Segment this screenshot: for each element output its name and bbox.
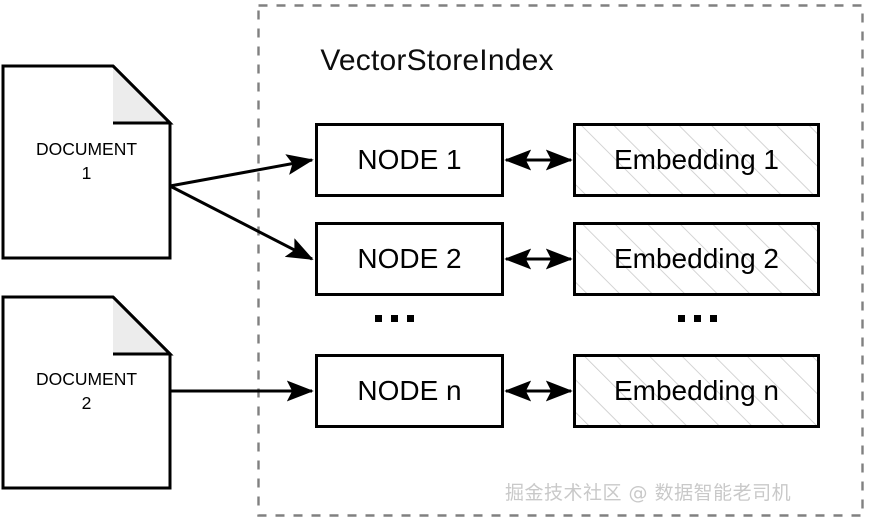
node-n-label: NODE n: [357, 375, 462, 406]
page-title: VectorStoreIndex: [320, 44, 554, 77]
watermark-text: 掘金技术社区 @ 数据智能老司机: [505, 482, 792, 504]
ellipsis-dot: [391, 315, 398, 322]
embeddings-column-ellipsis: [678, 315, 717, 322]
node-n-box: [315, 354, 504, 428]
document-2-label: DOCUMENT: [35, 369, 138, 389]
ellipsis-dot: [678, 315, 685, 322]
ellipsis-dot: [710, 315, 717, 322]
node-1-label: NODE 1: [357, 144, 462, 175]
document-2-shape: [1, 295, 174, 490]
node-2-label: NODE 2: [357, 243, 462, 274]
document-1-sublabel: 1: [81, 163, 92, 183]
embedding-n-label: Embedding n: [613, 375, 779, 406]
embedding-2-label: Embedding 2: [613, 243, 779, 274]
document-1-shape: [1, 64, 174, 260]
embedding-n-box: [573, 354, 820, 428]
ellipsis-dot: [407, 315, 414, 322]
embedding-1-box: [573, 123, 820, 197]
ellipsis-dot: [694, 315, 701, 322]
nodes-column-ellipsis: [375, 315, 414, 322]
document-2-sublabel: 2: [81, 393, 92, 413]
embedding-2-box: [573, 222, 820, 296]
arrow-doc1-to-node1: [169, 154, 314, 188]
ellipsis-dot: [375, 315, 382, 322]
document-1-label: DOCUMENT: [35, 139, 138, 159]
node-2-box: [315, 222, 504, 296]
arrow-doc1-to-node2: [169, 184, 314, 261]
node-1-box: [315, 123, 504, 197]
embedding-1-label: Embedding 1: [613, 144, 779, 175]
